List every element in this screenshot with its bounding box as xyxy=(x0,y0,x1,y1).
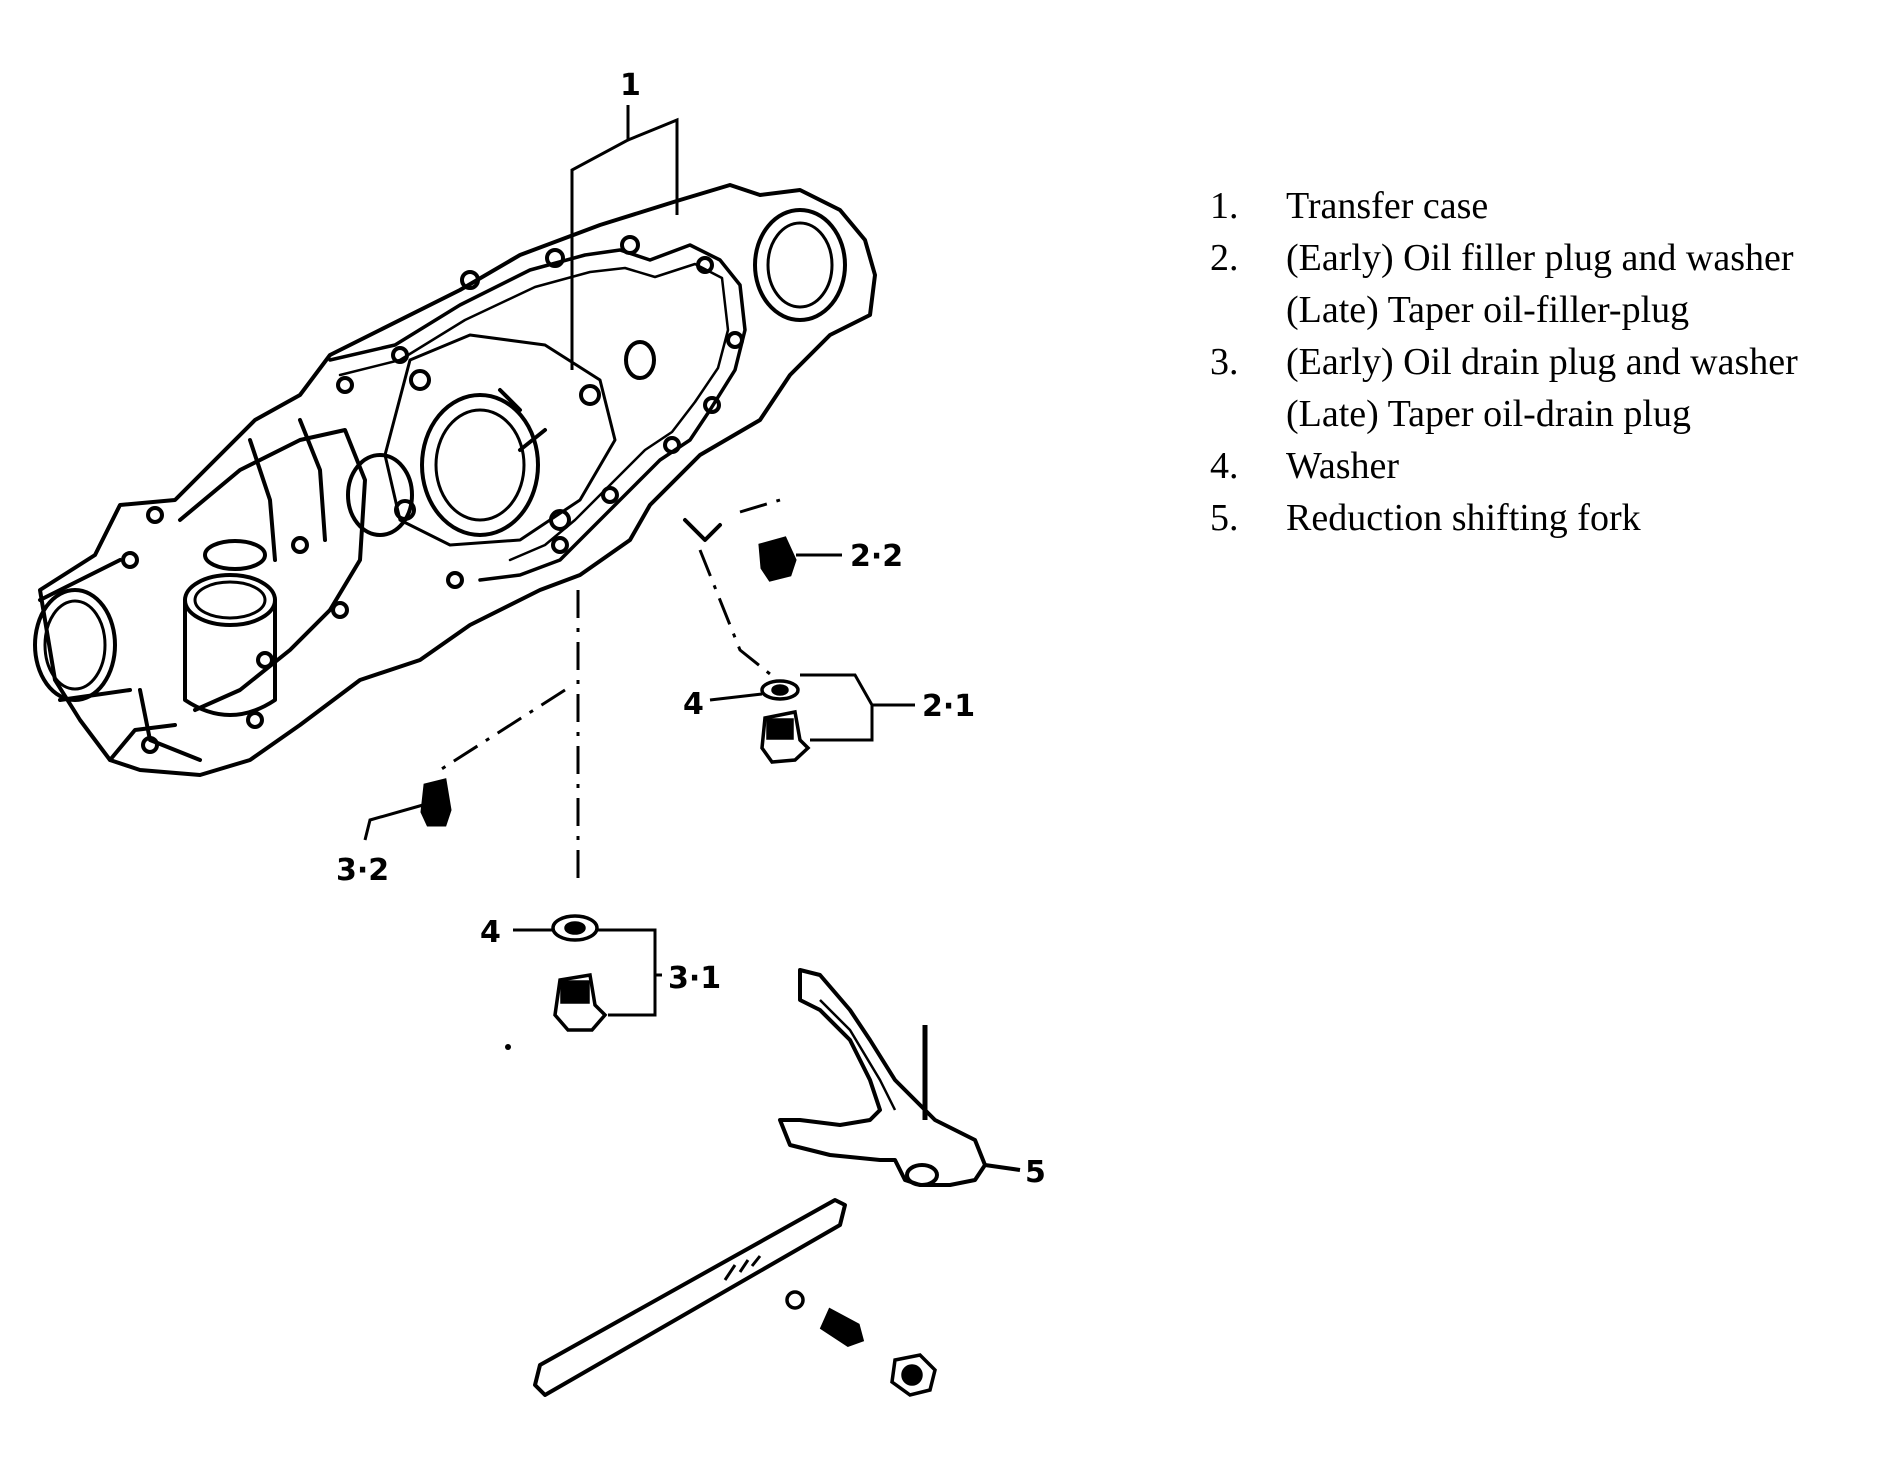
legend-item-description: Transfer case xyxy=(1286,180,1890,232)
legend-item-text: (Late) Taper oil-drain plug xyxy=(1286,393,1691,435)
callout-2-2-label: 2·2 xyxy=(850,539,903,574)
legend-item-text: Transfer case xyxy=(1286,185,1489,227)
callout-4-lower-label: 4 xyxy=(480,915,501,950)
taper-oil-filler-plug xyxy=(758,536,797,582)
legend-item-text: (Late) Taper oil-filler-plug xyxy=(1286,289,1690,331)
callout-1-label: 1 xyxy=(620,68,641,103)
callout-3-1-label: 3·1 xyxy=(668,961,721,996)
callout-2-1-label: 2·1 xyxy=(922,689,975,724)
detent-parts xyxy=(785,1290,937,1397)
callout-5-label: 5 xyxy=(1025,1155,1046,1190)
callout-1-leader xyxy=(570,105,679,370)
taper-oil-drain-plug xyxy=(420,778,452,827)
legend-item-text: (Early) Oil drain plug and washer xyxy=(1286,341,1798,383)
legend-item: 3. (Early) Oil drain plug and washer (Late… xyxy=(1210,336,1890,440)
legend-item-text: (Early) Oil filler plug and washer xyxy=(1286,237,1794,279)
legend-item-number: 5. xyxy=(1210,497,1239,539)
callout-3-2-label: 3·2 xyxy=(336,853,389,888)
legend-item: 2. (Early) Oil filler plug and washer (Lat… xyxy=(1210,232,1890,336)
oil-filler-plug-and-washer xyxy=(760,679,811,764)
legend-item-number: 1. xyxy=(1210,185,1239,227)
oil-drain-plug-and-washer xyxy=(551,914,608,1032)
legend-item-number: 3. xyxy=(1210,341,1239,383)
legend-item-description: Reduction shifting fork xyxy=(1286,492,1890,544)
shift-shaft xyxy=(533,1198,847,1397)
legend-item-description: (Early) Oil drain plug and washer (Late) … xyxy=(1286,336,1890,440)
legend-item-text: Washer xyxy=(1286,445,1399,487)
legend-item: 1. Transfer case xyxy=(1210,180,1890,232)
legend-item: 4. Washer xyxy=(1210,440,1890,492)
filler-callout-leaders xyxy=(709,553,915,742)
legend-item-number: 2. xyxy=(1210,237,1239,279)
transfer-case-drawing xyxy=(33,183,877,777)
drain-plug-centerlines xyxy=(439,590,580,880)
drain-callout-leaders xyxy=(363,803,662,1017)
legend-item-description: (Early) Oil filler plug and washer (Late)… xyxy=(1286,232,1890,336)
stray-dot xyxy=(505,1044,511,1050)
filler-plug-centerlines xyxy=(698,498,781,680)
legend-item: 5. Reduction shifting fork xyxy=(1210,492,1890,544)
legend-item-number: 4. xyxy=(1210,445,1239,487)
legend-item-description: Washer xyxy=(1286,440,1890,492)
callout-4-upper-label: 4 xyxy=(683,687,704,722)
legend-item-text: Reduction shifting fork xyxy=(1286,497,1641,539)
reduction-shifting-fork xyxy=(778,968,1021,1187)
parts-legend: 1. Transfer case 2. (Early) Oil filler plug… xyxy=(1210,180,1890,544)
